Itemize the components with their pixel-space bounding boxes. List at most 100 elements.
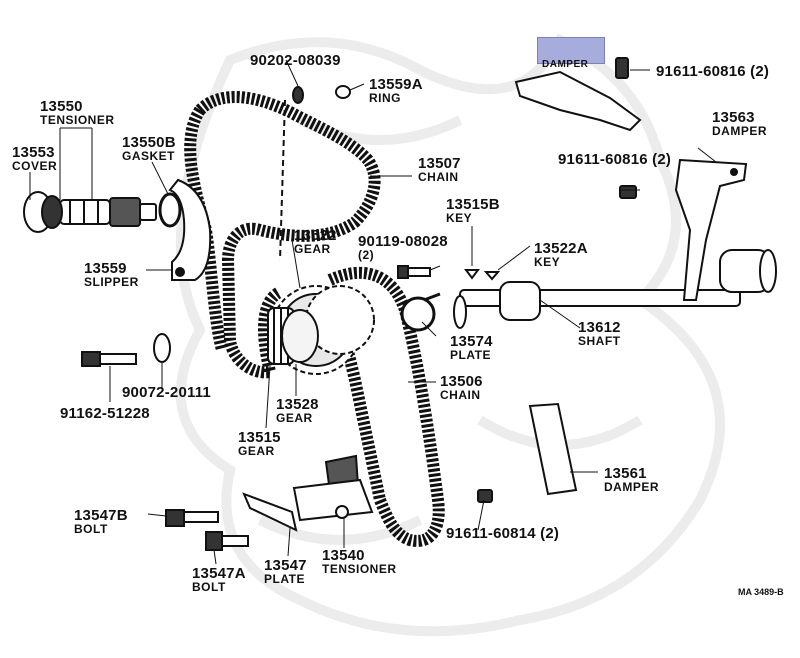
label-13515b: 13515B KEY (446, 197, 500, 224)
part-number: 13506 (440, 373, 483, 390)
damper-13563 (674, 158, 748, 301)
slipper-13559 (168, 178, 212, 281)
damper-top (514, 70, 642, 132)
part-name: TENSIONER (40, 113, 115, 127)
part-number: 13547A (192, 565, 246, 582)
label-91611-60816-top: 91611-60816 (2) (656, 63, 770, 80)
part-number: 13574 (450, 333, 493, 350)
label-13563: 13563 DAMPER (712, 110, 767, 137)
bolt-91611-60816-top (615, 57, 629, 79)
part-number: 13561 (604, 465, 647, 482)
label-13522a: 13522A KEY (534, 241, 588, 268)
part-number: 13522A (534, 240, 588, 257)
part-name: PLATE (264, 572, 305, 586)
part-name: GASKET (122, 149, 176, 163)
label-13553: 13553 COVER (12, 145, 57, 172)
label-13574: 13574 PLATE (450, 334, 493, 361)
label-90202-08039: 90202-08039 (250, 52, 341, 69)
part-name: RING (369, 91, 401, 105)
chain-13506 (324, 266, 445, 547)
part-number: 13507 (418, 155, 461, 172)
bolt-91611-60814 (477, 489, 493, 503)
part-number: 13515 (238, 429, 281, 446)
part-name: TENSIONER (322, 562, 397, 576)
part-number: 13550B (122, 134, 176, 151)
part-number: 13612 (578, 319, 621, 336)
part-qty: (2) (358, 248, 375, 262)
label-13506: 13506 CHAIN (440, 374, 483, 401)
label-90072-20111: 90072-20111 (122, 384, 211, 401)
cover-13553 (23, 191, 63, 233)
part-name: DAMPER (712, 124, 768, 138)
part-number: 13547B (74, 507, 128, 524)
bolt-90119-08028 (397, 265, 431, 279)
part-number: 13559 (84, 260, 127, 277)
label-91611-60814: 91611-60814 (2) (446, 525, 560, 542)
label-13550b: 13550B GASKET (122, 135, 176, 162)
label-13559a: 13559A RING (369, 77, 423, 104)
part-name: BOLT (74, 522, 108, 536)
plate-13547 (242, 492, 298, 532)
label-13515: 13515 GEAR (238, 430, 281, 457)
part-number: 13563 (712, 109, 755, 126)
part-name: KEY (534, 255, 561, 269)
label-13612: 13612 SHAFT (578, 320, 621, 347)
label-91611-60816-mid: 91611-60816 (2) (558, 151, 672, 168)
label-13547: 13547 PLATE (264, 558, 307, 585)
part-name: BOLT (192, 580, 226, 594)
shaft-13612 (453, 249, 777, 329)
part-name: DAMPER (604, 480, 660, 494)
part-name: SLIPPER (84, 275, 139, 289)
label-13561: 13561 DAMPER (604, 466, 659, 493)
part-name: SHAFT (578, 334, 621, 348)
part-name: GEAR (276, 411, 313, 425)
part-name: GEAR (238, 444, 275, 458)
part-name: CHAIN (440, 388, 481, 402)
label-13507: 13507 CHAIN (418, 156, 461, 183)
part-number: 13559A (369, 76, 423, 93)
gear-13528 (281, 309, 319, 363)
highlight-box (537, 37, 605, 64)
label-13528: 13528 GEAR (276, 397, 319, 424)
label-13559: 13559 SLIPPER (84, 261, 139, 288)
part-number: 13547 (264, 557, 307, 574)
tensioner-13540 (292, 454, 374, 522)
part-name: GEAR (294, 242, 331, 256)
part-name: CHAIN (418, 170, 459, 184)
label-13522: 13522 GEAR (294, 228, 337, 255)
bolt-91162-51228 (81, 351, 137, 367)
label-13540: 13540 TENSIONER (322, 548, 397, 575)
part-number: 13540 (322, 547, 365, 564)
tensioner-13550 (59, 197, 157, 227)
part-number: 13515B (446, 196, 500, 213)
part-name: KEY (446, 211, 473, 225)
part-number: 13553 (12, 144, 55, 161)
plate-13574 (400, 292, 441, 332)
label-13547b: 13547B BOLT (74, 508, 128, 535)
label-90119-08028: 90119-08028 (2) (358, 234, 448, 261)
gasket-13550b (158, 192, 182, 228)
label-13550: 13550 TENSIONER (40, 99, 115, 126)
label-91162-51228: 91162-51228 (60, 405, 150, 422)
washer-90072-20111 (153, 333, 171, 363)
label-damper-top: DAMPER (542, 59, 589, 70)
label-13547a: 13547A BOLT (192, 566, 246, 593)
chain-13507 (184, 91, 381, 379)
part-number: 13550 (40, 98, 83, 115)
part-90202-08039 (279, 86, 304, 261)
part-name: PLATE (450, 348, 491, 362)
key-13515b (464, 269, 480, 280)
part-name: COVER (12, 159, 58, 173)
ring-13559a (335, 85, 351, 99)
bolt-13547b (165, 509, 219, 527)
bolt-91611-60816-mid (619, 185, 637, 199)
diagram-reference: MA 3489-B (738, 587, 784, 597)
damper-13561 (528, 402, 578, 496)
part-number: 13528 (276, 396, 319, 413)
part-number: 90119-08028 (358, 233, 448, 250)
key-13522a (483, 271, 501, 281)
part-number: 13522 (294, 227, 337, 244)
leader-lines (29, 59, 717, 565)
